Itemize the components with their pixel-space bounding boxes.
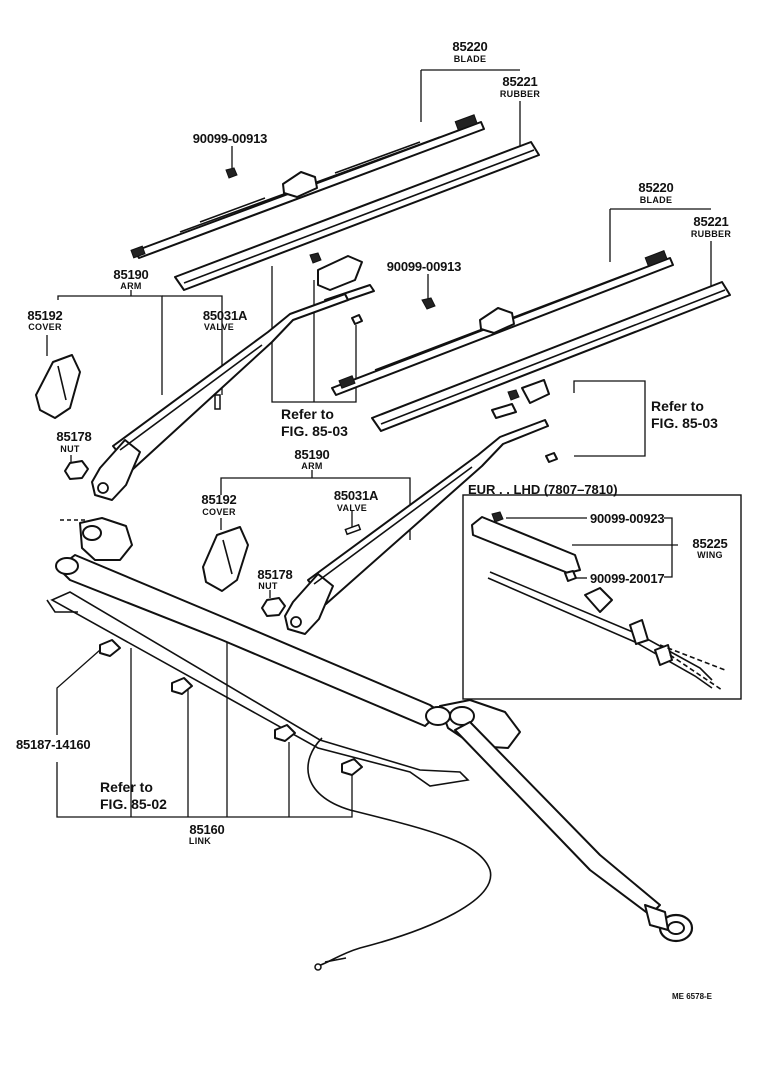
nut-left-name: NUT [60,444,80,454]
blade-mid-code: 85220 [638,180,674,195]
cover-left-drawing [35,354,81,419]
blade-top-drawing [130,114,485,259]
cover-right-code: 85192 [201,492,237,507]
link-code: 85160 [189,822,225,837]
refer-right: Refer to FIG. 85-03 [651,398,718,431]
inset-screw-a: 90099-00923 [590,511,665,526]
rubber-mid-drawing [371,281,731,432]
arm-left-name: ARM [120,281,142,291]
cover-right-name: COVER [202,507,236,517]
inset-drawing [471,511,726,691]
inset-wing-name: WING [697,550,723,560]
arm-left-code: 85190 [113,267,149,282]
link-assembly-drawing [46,517,694,971]
inset-frame [462,494,742,700]
refer-left: Refer to FIG. 85-03 [281,406,348,439]
valve-right-code: 85031A [333,488,379,503]
nut-right-code: 85178 [257,567,293,582]
inset-screw-b: 90099-20017 [590,571,665,586]
blade-mid-name: BLADE [639,195,673,205]
inset-title: EUR . . LHD (7807–7810) [468,482,618,497]
valve-left-name: VALVE [203,322,235,332]
arm-right-code: 85190 [294,447,330,462]
nut-right-name: NUT [258,581,278,591]
blade-mid-drawing [331,250,674,396]
clip-code: 85187-14160 [16,737,91,752]
blade-top-code: 85220 [452,39,488,54]
cover-left-name: COVER [28,322,62,332]
valve-left-code: 85031A [202,308,248,323]
rubber-top-code: 85221 [502,74,538,89]
leader-lines [46,69,712,818]
cover-right-drawing [202,526,249,592]
cover-left-code: 85192 [27,308,63,323]
rubber-mid-name: RUBBER [690,229,732,239]
screws-drawing [225,167,520,401]
rubber-top-drawing [174,141,540,291]
arm-left-drawing [91,293,349,501]
screw-top-code: 90099-00913 [192,131,268,146]
link-name: LINK [188,836,212,846]
valve-right-name: VALVE [336,503,368,513]
rubber-top-name: RUBBER [499,89,541,99]
nut-left-drawing [64,460,89,480]
rubber-mid-code: 85221 [693,214,729,229]
nut-left-code: 85178 [56,429,92,444]
figure-code: ME 6578-E [672,992,713,1001]
arm-right-drawing [284,419,549,635]
arm-right-name: ARM [301,461,323,471]
blade-top-name: BLADE [453,54,487,64]
nut-right-drawing [261,597,286,617]
refer-link: Refer to FIG. 85-02 [100,779,167,812]
screw-mid-code: 90099-00913 [386,259,462,274]
adapter-clips-drawing [317,255,558,463]
inset-wing-code: 85225 [692,536,728,551]
